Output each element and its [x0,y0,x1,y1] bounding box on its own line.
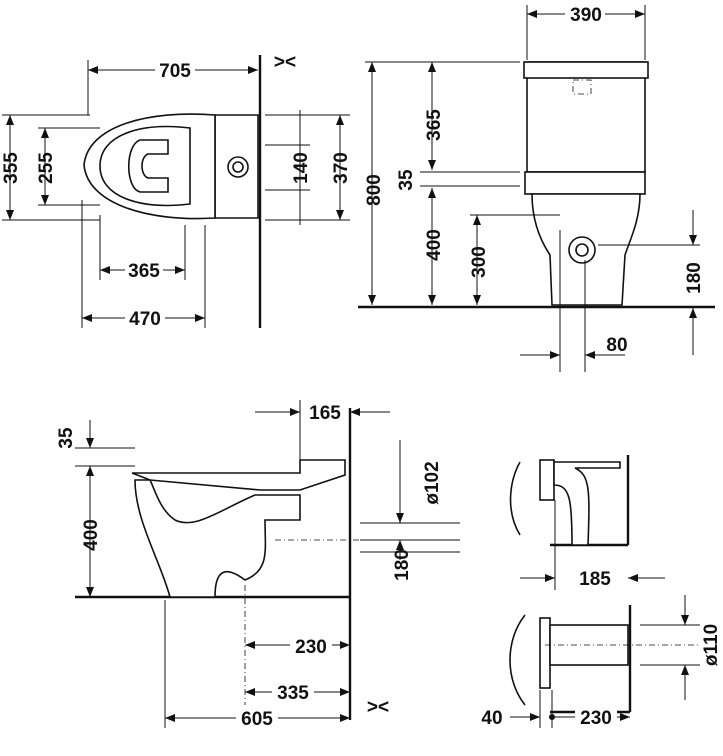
front-view: 390 800 365 35 400 300 180 80 [358,3,715,372]
dim-370: 370 [331,152,352,184]
dim-255: 255 [36,152,57,184]
dim-230-side: 230 [295,637,327,658]
dim-390: 390 [570,5,602,26]
dim-400-front: 400 [424,229,445,261]
wall-symbol-side: >< [367,697,389,718]
dim-180-front: 180 [684,262,705,294]
dim-165: 165 [309,403,341,424]
dim-140: 140 [291,152,312,184]
dim-335: 335 [277,683,309,704]
dim-470: 470 [129,309,161,330]
dim-185: 185 [579,569,611,590]
dim-80: 80 [606,335,627,356]
dim-705: 705 [159,61,191,82]
dim-605: 605 [241,709,273,730]
dim-35-front: 35 [396,169,417,191]
dim-800: 800 [364,174,385,206]
dim-365-front: 365 [424,109,445,141]
dim-400-side: 400 [81,519,102,551]
top-view: 705 >< 355 255 140 370 365 470 [1,52,352,330]
dim-355: 355 [1,152,22,184]
dim-35-side: 35 [56,427,77,449]
wall-symbol: >< [274,52,296,73]
dim-365: 365 [128,261,160,282]
dim-diameter-110: ø110 [701,624,722,666]
dim-40: 40 [481,708,502,729]
dim-diameter-102: ø102 [422,461,443,504]
dim-300: 300 [469,246,490,278]
dim-230-detail: 230 [580,708,612,729]
detail-views: 185 ø110 40 230 [481,455,722,729]
side-view: 35 400 165 ø102 180 230 335 605 >< [56,400,460,730]
dim-180-side: 180 [392,549,413,581]
